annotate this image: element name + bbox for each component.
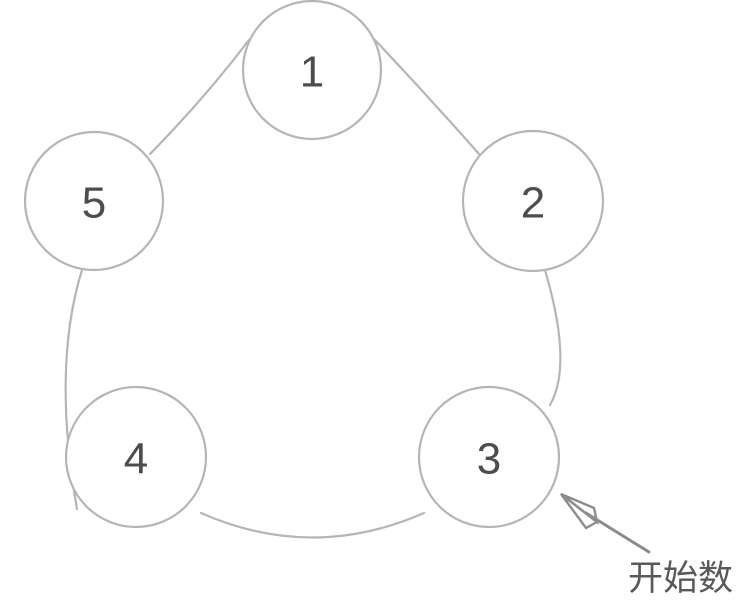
node-3-circle[interactable] [417,385,561,529]
start-annotation: 开始数 [560,492,733,599]
node-1[interactable]: 1 [241,0,383,141]
node-4[interactable]: 4 [64,385,208,529]
node-3-label: 3 [477,435,501,484]
edge-2-to-3 [543,268,562,407]
node-2[interactable]: 2 [461,129,605,273]
edge-5-to-1 [148,38,251,156]
annotation-arrow-head-inner-icon [560,492,599,525]
edge-1-to-2 [373,38,481,156]
node-2-circle[interactable] [461,129,605,273]
node-1-label: 1 [300,48,324,97]
node-5[interactable]: 5 [23,130,165,272]
node-4-label: 4 [124,435,148,484]
node-2-label: 2 [521,179,545,228]
node-group: 1 2 3 4 5 [23,0,605,529]
node-3[interactable]: 3 [417,385,561,529]
node-4-circle[interactable] [64,385,208,529]
annotation-text: 开始数 [628,559,733,599]
node-5-circle[interactable] [23,130,165,272]
node-5-label: 5 [82,179,106,228]
node-1-circle[interactable] [241,0,383,141]
edge-3-to-4 [199,511,426,539]
